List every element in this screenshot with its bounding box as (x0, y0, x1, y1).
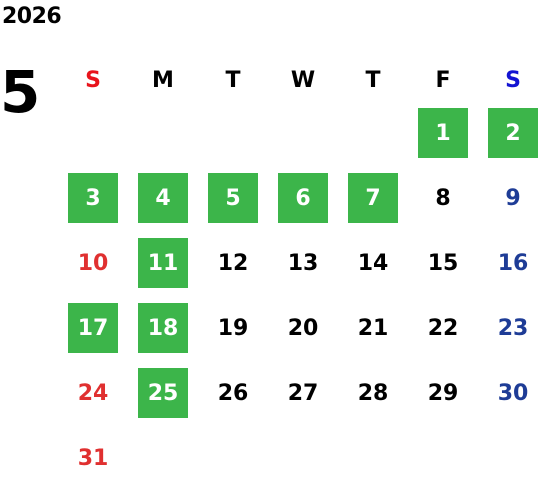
day-cell-13[interactable]: 13 (287, 250, 319, 276)
day-cell-29[interactable]: 29 (427, 380, 459, 406)
weekday-header-thursday: T (365, 67, 381, 93)
day-cell-27[interactable]: 27 (287, 380, 319, 406)
day-cell-22[interactable]: 22 (427, 315, 459, 341)
day-cell-7[interactable]: 7 (348, 173, 398, 223)
day-cell-18[interactable]: 18 (138, 303, 188, 353)
day-cell-21[interactable]: 21 (357, 315, 389, 341)
day-cell-24[interactable]: 24 (77, 380, 109, 406)
day-cell-16[interactable]: 16 (497, 250, 529, 276)
weekday-header-sunday: S (85, 67, 101, 93)
weekday-header-wednesday: W (290, 67, 316, 93)
day-cell-10[interactable]: 10 (77, 250, 109, 276)
day-cell-8[interactable]: 8 (435, 185, 451, 211)
day-cell-31[interactable]: 31 (77, 445, 109, 471)
day-cell-14[interactable]: 14 (357, 250, 389, 276)
day-cell-1[interactable]: 1 (418, 108, 468, 158)
day-cell-20[interactable]: 20 (287, 315, 319, 341)
day-cell-3[interactable]: 3 (68, 173, 118, 223)
day-cell-12[interactable]: 12 (217, 250, 249, 276)
month-number: 5 (0, 58, 41, 126)
weekday-header-saturday: S (505, 67, 521, 93)
day-cell-17[interactable]: 17 (68, 303, 118, 353)
day-cell-19[interactable]: 19 (217, 315, 249, 341)
day-cell-25[interactable]: 25 (138, 368, 188, 418)
day-cell-15[interactable]: 15 (427, 250, 459, 276)
day-cell-2[interactable]: 2 (488, 108, 538, 158)
weekday-header-friday: F (435, 67, 451, 93)
day-cell-6[interactable]: 6 (278, 173, 328, 223)
day-cell-26[interactable]: 26 (217, 380, 249, 406)
day-cell-11[interactable]: 11 (138, 238, 188, 288)
day-cell-9[interactable]: 9 (505, 185, 521, 211)
day-cell-30[interactable]: 30 (497, 380, 529, 406)
year-label: 2026 (2, 4, 62, 29)
weekday-header-monday: M (152, 67, 174, 93)
day-cell-23[interactable]: 23 (497, 315, 529, 341)
day-cell-4[interactable]: 4 (138, 173, 188, 223)
day-cell-28[interactable]: 28 (357, 380, 389, 406)
weekday-header-tuesday: T (225, 67, 241, 93)
day-cell-5[interactable]: 5 (208, 173, 258, 223)
